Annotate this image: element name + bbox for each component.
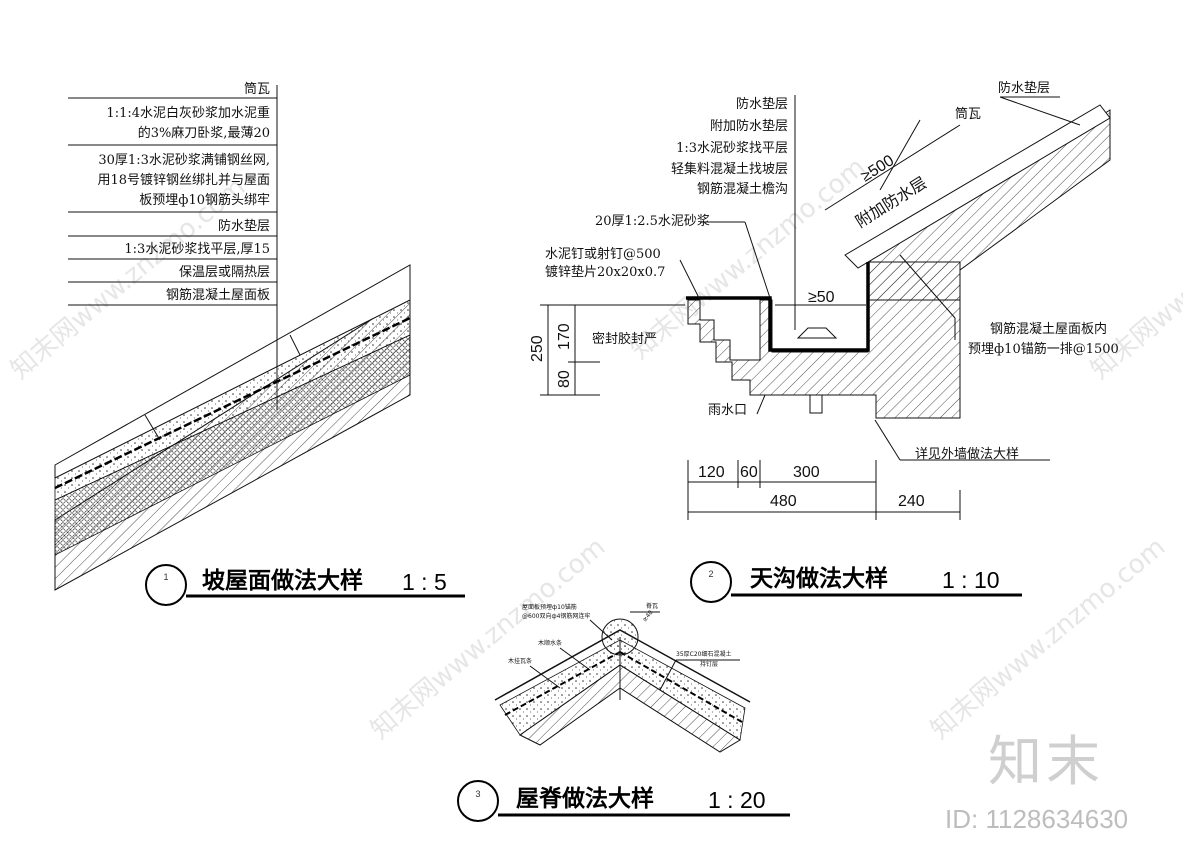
dim-60: 60 xyxy=(740,464,758,481)
label-slab: 钢筋混凝土屋面板 xyxy=(166,287,270,303)
label-tile: 筒瓦 xyxy=(244,81,270,97)
tile-layer-right xyxy=(844,104,1111,269)
detail-1-scale: 1 : 5 xyxy=(402,569,447,595)
label-waterproof: 防水垫层 xyxy=(218,218,270,234)
label-strip: 木顺水条 xyxy=(538,639,562,647)
label-waterproof: 防水垫层 xyxy=(736,96,788,112)
drain-pipe xyxy=(809,394,823,414)
dim-80: 80 xyxy=(556,370,573,388)
label-right-waterproof: 防水垫层 xyxy=(998,80,1050,96)
tile-layer xyxy=(54,264,411,479)
dim-120: 120 xyxy=(698,464,725,481)
detail-3-number-circle xyxy=(457,780,499,822)
label-gutter: 钢筋混凝土檐沟 xyxy=(697,181,788,197)
label-concrete-2: 持钉层 xyxy=(700,660,718,668)
detail-2-number-circle xyxy=(690,561,732,603)
label-bedding-1: 1:1:4水泥白灰砂浆加水泥重 xyxy=(106,105,270,121)
label-slab-1: 钢筋混凝土屋面板内 xyxy=(990,321,1107,337)
detail-2-gutter: 防水垫层 附加防水垫层 1:3水泥砂浆找平层 轻集料混凝土找坡层 钢筋混凝土檐沟… xyxy=(529,80,1119,603)
label-slope: ≥40 xyxy=(641,609,655,623)
detail-3-number: 3 xyxy=(475,789,480,799)
label-rebar-2: @600双向ф4钢筋网连牢 xyxy=(522,612,590,620)
label-bedding-2: 的3%麻刀卧浆,最薄20 xyxy=(138,125,270,141)
brand-logo: 知末 xyxy=(988,730,1104,793)
ridge-waterproof-right xyxy=(619,651,743,723)
detail-1-title: 坡屋面做法大样 xyxy=(202,567,363,594)
label-mortar: 20厚1:2.5水泥砂浆 xyxy=(595,214,710,229)
dim-170: 170 xyxy=(556,323,573,350)
label-rebar-1: 屋面板预埋ф10锚筋 xyxy=(522,603,577,611)
detail-3-ridge: 脊瓦 屋面板预埋ф10锚筋 @600双向ф4钢筋网连牢 木顺水条 木挂瓦条 35… xyxy=(457,602,790,822)
label-mesh-2: 用18号镀锌钢丝绑扎并与屋面 xyxy=(97,172,270,188)
label-washer: 镀锌垫片20x20x0.7 xyxy=(545,264,665,280)
detail-2-title: 天沟做法大样 xyxy=(750,565,888,592)
brand-block: 知末 ID: 1128634630 xyxy=(945,730,1128,834)
detail-1-sloped-roof: 筒瓦 1:1:4水泥白灰砂浆加水泥重 的3%麻刀卧浆,最薄20 30厚1:3水泥… xyxy=(54,81,465,606)
dim-300: 300 xyxy=(793,464,820,481)
detail-3-title: 屋脊做法大样 xyxy=(516,785,654,812)
label-leveling: 1:3水泥砂浆找平层 xyxy=(676,141,788,156)
drain-fitting xyxy=(796,327,838,339)
detail-3-scale: 1 : 20 xyxy=(708,787,766,813)
label-leveling: 1:3水泥砂浆找平层,厚15 xyxy=(124,242,270,257)
label-seal: 密封胶封严 xyxy=(592,331,657,347)
label-drain: 雨水口 xyxy=(708,403,747,418)
detail-2-scale: 1 : 10 xyxy=(942,567,1000,593)
detail-2-number: 2 xyxy=(708,569,713,579)
watermark-text: 知末网www.znzmo.com xyxy=(925,532,1171,745)
dim-250: 250 xyxy=(529,335,546,362)
label-extra-waterproof: 附加防水垫层 xyxy=(710,118,788,134)
label-nail: 水泥钉或射钉@500 xyxy=(545,246,661,262)
label-ridge-tile: 脊瓦 xyxy=(646,602,658,610)
label-wall: 详见外墙做法大样 xyxy=(915,447,1019,462)
label-mesh-3: 板预埋ф10钢筋头绑牢 xyxy=(139,192,270,208)
label-batten: 木挂瓦条 xyxy=(508,657,532,665)
label-concrete-1: 35厚C20细石混凝土 xyxy=(676,650,731,658)
label-slope-fill: 轻集料混凝土找坡层 xyxy=(671,161,788,177)
ridge-waterproof-left xyxy=(504,651,621,716)
label-mesh-1: 30厚1:3水泥砂浆满铺钢丝网, xyxy=(98,153,270,168)
dim-480: 480 xyxy=(770,493,797,510)
id-label: ID: 1128634630 xyxy=(945,804,1128,834)
label-right-tile: 筒瓦 xyxy=(955,106,981,122)
detail-1-number: 1 xyxy=(163,572,168,582)
detail-1-number-circle xyxy=(145,564,187,606)
dim-50: ≥50 xyxy=(808,289,835,306)
label-insulation: 保温层或隔热层 xyxy=(179,265,270,280)
dim-240: 240 xyxy=(898,493,925,510)
label-slab-2: 预埋ф10锚筋一排@1500 xyxy=(968,341,1119,357)
waterproof-lining xyxy=(686,262,870,352)
